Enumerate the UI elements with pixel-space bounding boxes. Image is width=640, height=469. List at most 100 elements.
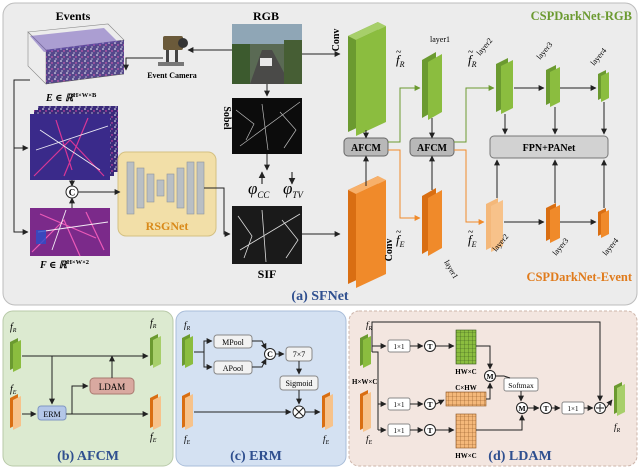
panel-d-conv1x1-c-label: 1×1: [394, 427, 405, 435]
panel-b-background: [2, 310, 174, 467]
panel-c-caption: (c) ERM: [230, 449, 282, 464]
rgb-layer1-label: layer1: [430, 35, 450, 44]
panel-d-dims-b: C×HW: [455, 384, 477, 392]
events-plot: [27, 23, 125, 85]
cspdarknet-rgb-title: CSPDarkNet-RGB: [531, 9, 632, 23]
rgb-layer-blocks: [422, 52, 609, 120]
panel-d-conv1x1-a-label: 1×1: [394, 343, 405, 351]
panel-d-out-block: [614, 382, 625, 416]
conv-event-block: [348, 176, 386, 288]
fR-tilde-1-mark: ~: [396, 47, 402, 58]
panel-c-multiply-node: [292, 405, 306, 419]
event-layer-blocks: [422, 188, 609, 256]
panel-d-connectors: [371, 321, 613, 433]
panel-b-outR-block: [150, 334, 161, 368]
panel-c-kernel-label: 7×7: [293, 350, 306, 359]
cspdarknet-event-title: CSPDarkNet-Event: [526, 270, 632, 284]
panel-d-caption: (d) LDAM: [488, 449, 551, 464]
panel-b-fR-label: fR: [10, 322, 17, 334]
panel-d-conv1x1-b-label: 1×1: [394, 401, 405, 409]
afcm-box-1-label: AFCM: [351, 143, 382, 154]
sobel-label: Sobel: [221, 106, 232, 130]
flow-frame: [30, 208, 110, 257]
panel-b-ldam-label: LDAM: [99, 382, 126, 392]
panel-c-background: [175, 310, 347, 467]
conv-rgb-label: Conv: [331, 29, 342, 52]
panel-d-dims-c: HW×C: [455, 452, 477, 460]
sobel-image: [232, 98, 302, 154]
conv-rgb-block: [348, 22, 386, 136]
fE-tilde-1-mark: ~: [396, 227, 402, 238]
event-camera-icon: [158, 36, 188, 66]
rsgnet-unet: [126, 161, 205, 215]
panel-d-add-node: [594, 402, 606, 414]
panel-d-matrix-b: [445, 391, 487, 407]
panel-c-apool-label: APool: [223, 364, 244, 373]
panel-c-concat-symbol: C: [267, 350, 273, 359]
panel-d-T-4: T: [543, 404, 548, 413]
panel-b-connectors: [22, 353, 149, 417]
panel-a-left-connectors: [13, 47, 341, 237]
panel-d-M-1: M: [486, 372, 493, 381]
rgb-title: RGB: [253, 9, 279, 23]
fE-tilde-1: fE: [396, 232, 405, 249]
panel-d-conv1x1-d-label: 1×1: [568, 405, 579, 413]
panel-c-fE-block: [182, 392, 193, 430]
panel-d-fE-label: fE: [366, 434, 373, 446]
panel-b-outE-label: fE: [150, 432, 157, 444]
panel-a-caption: (a) SFNet: [291, 289, 348, 304]
panel-d-transpose-nodes: [424, 340, 552, 436]
panel-a-right-connectors: [363, 85, 607, 225]
panel-d-matrix-a: [455, 329, 477, 365]
event-frame-stack: [30, 106, 118, 180]
panel-d-matrix-c: [455, 413, 477, 449]
panel-d-T-2: T: [427, 400, 432, 409]
panel-c-fR-block: [182, 334, 193, 368]
panel-d-fE-block: [360, 390, 371, 432]
afcm-box-2-label: AFCM: [417, 143, 448, 154]
phi-cc-label: φCC: [248, 179, 270, 200]
panel-d-out-label: fR: [614, 422, 621, 434]
sif-image: [232, 206, 302, 264]
panel-d-dims-in: H×W×C: [352, 378, 377, 386]
rgb-image: [232, 24, 302, 84]
panel-c-out-label: fE: [323, 434, 330, 446]
panel-b-fE-block: [10, 394, 21, 430]
concat-symbol: C: [69, 188, 76, 198]
fR-tilde-2: fR: [468, 52, 477, 69]
panel-b-outE-block: [150, 394, 161, 430]
panel-d-M-2: M: [518, 404, 525, 413]
fpn-panet-box[interactable]: [489, 135, 609, 159]
panel-d-fR-block: [360, 334, 371, 368]
panel-b-caption: (b) AFCM: [57, 449, 119, 464]
panel-c-fE-label: fE: [184, 434, 191, 446]
panel-c-concat-node: [264, 348, 276, 360]
F-tensor-label: F ∈ ℝH×W×2: [39, 259, 89, 271]
panel-d-background: [348, 310, 638, 467]
panel-c-sigmoid-label: Sigmoid: [285, 379, 312, 388]
conv-event-label: Conv: [384, 239, 395, 262]
panel-b-fE-label: fE: [10, 384, 17, 396]
fpn-panet-label: FPN+PANet: [523, 143, 576, 154]
sif-label: SIF: [258, 267, 277, 281]
fR-tilde-2-mark: ~: [468, 47, 474, 58]
fE-tilde-2-mark: ~: [468, 227, 474, 238]
E-tensor-label: E ∈ ℝH×W×B: [45, 92, 97, 104]
panel-d-T-1: T: [427, 342, 432, 351]
event-camera-label: Event Camera: [147, 71, 197, 80]
panel-c-out-block: [322, 392, 333, 430]
panel-d-dims-a: HW×C: [455, 368, 477, 376]
panel-d-fR-label: fR: [366, 320, 373, 332]
events-title: Events: [56, 9, 91, 23]
fE-tilde-2: fE: [468, 232, 477, 249]
panel-b-erm-box[interactable]: [37, 405, 67, 421]
fR-tilde-1: fR: [396, 52, 405, 69]
rsgnet-label: RSGNet: [146, 219, 189, 233]
panel-b-erm-label: ERM: [43, 410, 60, 419]
panel-b-outR-label: fR: [150, 318, 157, 330]
panel-d-T-3: T: [427, 426, 432, 435]
phi-tv-label: φTV: [283, 179, 304, 200]
panel-d-matmul-nodes: [484, 370, 528, 414]
panel-c-connectors: [194, 338, 321, 415]
